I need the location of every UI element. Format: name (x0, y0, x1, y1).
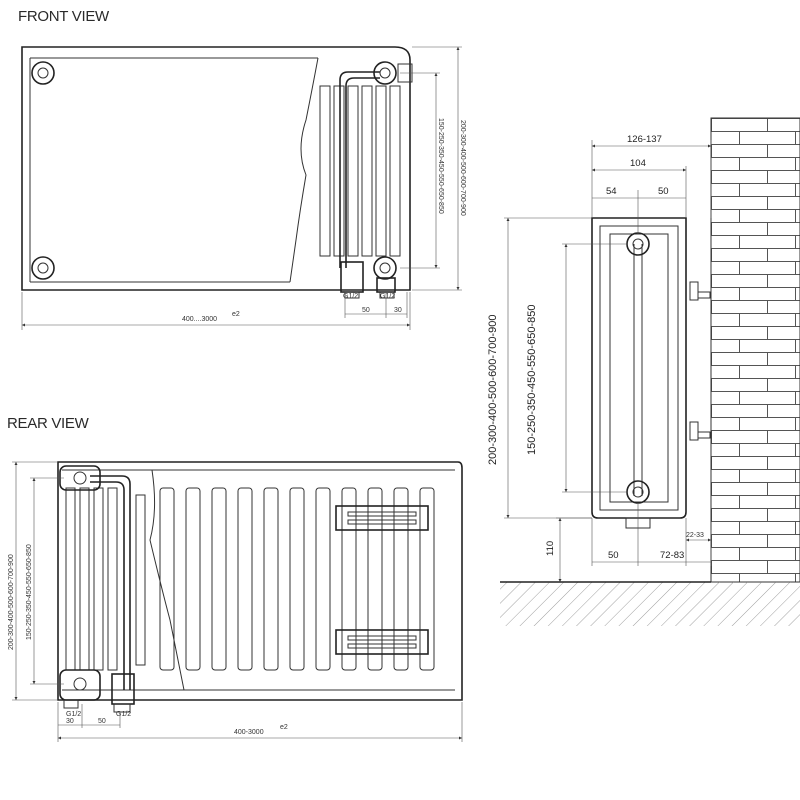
side-radiator-body (591, 217, 687, 519)
side-dim-54: 54 (606, 186, 617, 197)
rear-connections (59, 465, 135, 713)
rear-width-note: e2 (280, 724, 288, 731)
side-radiator-inner (599, 225, 679, 511)
side-depth-body-label: 104 (630, 158, 646, 169)
brick-wall (710, 117, 800, 583)
side-wall-brackets (689, 281, 711, 441)
front-pipe-label-2: G1/2 (380, 293, 395, 300)
side-bracket-gap-label: 22-33 (686, 532, 704, 539)
rear-panel-inner (62, 469, 455, 691)
rear-height-outer-label: 200-300-400-500-600-700-900 (8, 554, 15, 650)
side-floor-gap-label: 110 (545, 541, 556, 556)
rear-riser-pipe (90, 475, 131, 690)
front-panel-inner (29, 57, 318, 283)
rear-bottom-extension (57, 702, 463, 742)
side-convector (609, 233, 669, 503)
rear-pipe-label-2: G1/2 (116, 711, 131, 718)
front-dim-50: 50 (362, 307, 370, 314)
floor-hatch (500, 582, 800, 626)
rear-break-line (149, 469, 185, 691)
side-top-nipple (626, 232, 650, 256)
front-bottom-dim-lines (344, 292, 408, 318)
rear-panel-outline (57, 461, 463, 701)
rear-width-label: 400-3000 (234, 729, 264, 736)
side-top-extension (591, 140, 712, 234)
side-riser (633, 244, 643, 496)
side-dim-50-top: 50 (658, 186, 669, 197)
side-left-extension (504, 217, 628, 519)
front-panel-outline (21, 46, 411, 291)
front-view: FRONT VIEW (18, 8, 466, 330)
rear-fins (159, 487, 435, 671)
front-width-label: 400....3000 (182, 316, 217, 323)
rear-view: REAR VIEW (7, 415, 463, 742)
front-nipples (31, 61, 413, 280)
front-height-extension (400, 46, 462, 291)
side-bottom-nipple (626, 480, 650, 504)
front-fins (319, 85, 401, 257)
front-break-line (289, 57, 319, 283)
side-depth-total-label: 126-137 (627, 134, 662, 145)
front-pipe-label-1: G1/2 (343, 293, 358, 300)
front-height-inner-label: 150-250-350-450-550-650-850 (437, 118, 444, 214)
front-riser-pipe (339, 71, 380, 268)
front-width-note: e2 (232, 311, 240, 318)
rear-brackets (335, 505, 429, 655)
side-height-outer-label: 200-300-400-500-600-700-900 (487, 315, 499, 465)
front-view-title: FRONT VIEW (18, 8, 110, 25)
rear-pipe-label-1: G1/2 (66, 711, 81, 718)
side-view: 126-137 104 54 50 200-300-400-500-600-70… (487, 117, 800, 626)
side-wall-gap-label: 72-83 (660, 550, 684, 561)
side-dim-50-bottom: 50 (608, 550, 619, 561)
front-dim-30: 30 (394, 307, 402, 314)
side-bottom-extension (591, 504, 712, 566)
rear-height-extension (12, 461, 64, 701)
rear-view-title: REAR VIEW (7, 415, 90, 432)
rear-dim-50: 50 (98, 718, 106, 725)
rear-height-inner-label: 150-250-350-450-550-650-850 (26, 544, 33, 640)
side-height-inner-label: 150-250-350-450-550-650-850 (526, 305, 538, 455)
front-height-outer-label: 200-300-400-500-600-700-900 (459, 120, 466, 216)
rear-left-fins (65, 487, 146, 671)
rear-dim-30: 30 (66, 718, 74, 725)
